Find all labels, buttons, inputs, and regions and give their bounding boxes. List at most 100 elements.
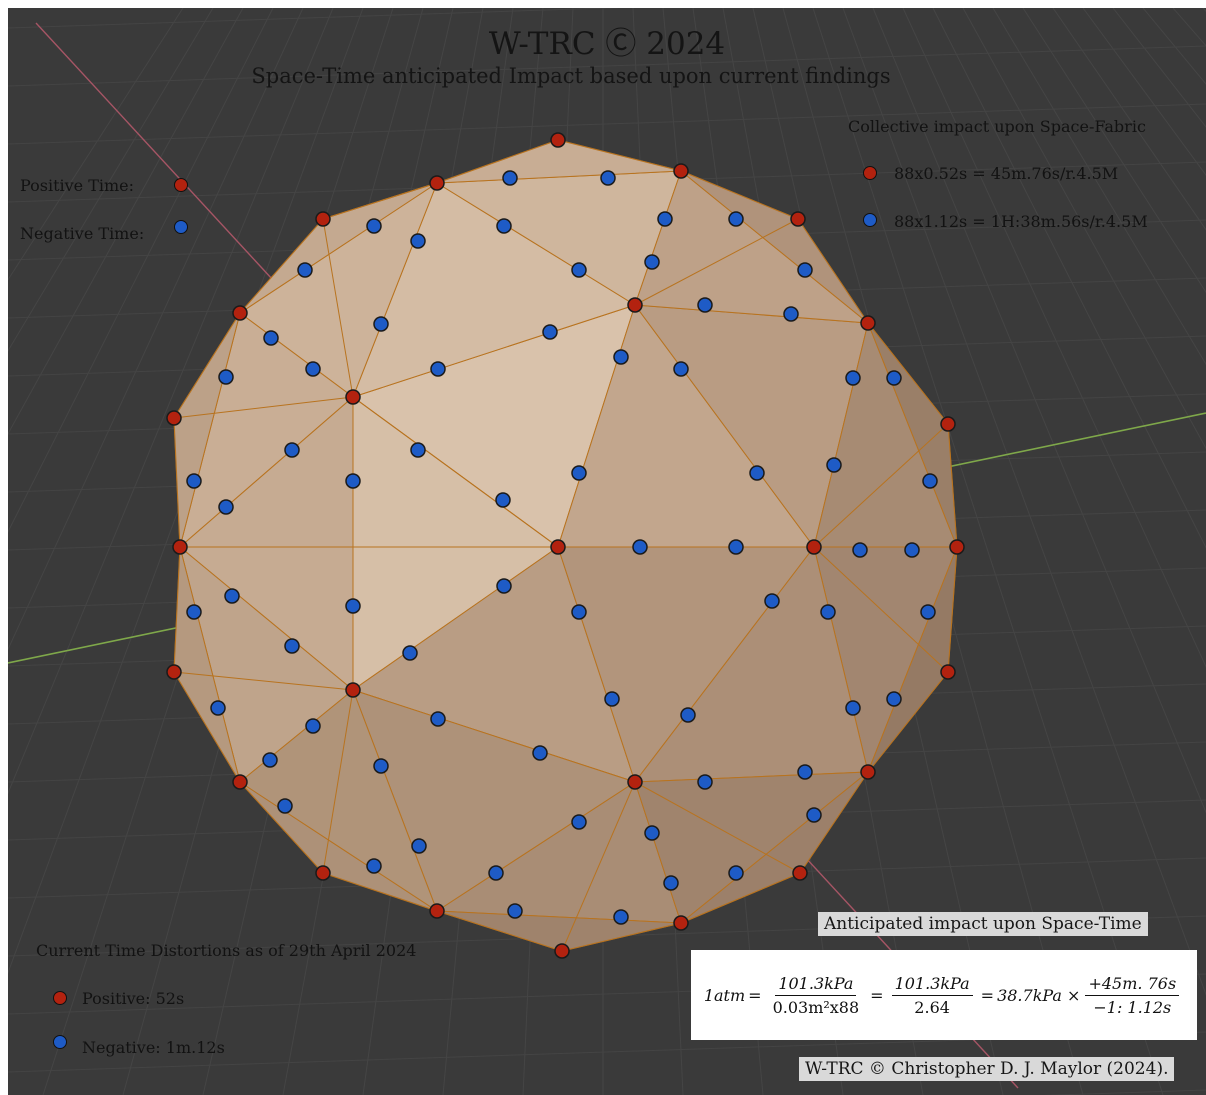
positive-time-marker bbox=[554, 943, 570, 959]
negative-time-marker bbox=[402, 645, 418, 661]
negative-time-marker bbox=[532, 745, 548, 761]
positive-time-marker bbox=[627, 774, 643, 790]
negative-time-marker bbox=[571, 604, 587, 620]
negative-time-marker bbox=[657, 211, 673, 227]
negative-time-marker bbox=[749, 465, 765, 481]
sphere-edge bbox=[322, 218, 354, 398]
negative-time-marker bbox=[410, 233, 426, 249]
sphere-edge bbox=[173, 671, 354, 691]
positive-time-marker bbox=[860, 315, 876, 331]
negative-time-marker bbox=[728, 865, 744, 881]
grid-line bbox=[8, 8, 244, 435]
grid-line bbox=[8, 8, 334, 795]
collective-positive-value: 88x0.52s = 45m.76s/r.4.5M bbox=[894, 164, 1119, 183]
sphere-edge bbox=[813, 423, 949, 548]
negative-time-marker bbox=[430, 711, 446, 727]
positive-time-marker bbox=[315, 865, 331, 881]
grid-line bbox=[8, 103, 1206, 145]
positive-time-marker bbox=[429, 903, 445, 919]
positive-time-marker bbox=[345, 389, 361, 405]
grid-line bbox=[872, 8, 1206, 814]
negative-time-marker bbox=[728, 211, 744, 227]
positive-time-marker bbox=[940, 664, 956, 680]
negative-time-marker bbox=[224, 588, 240, 604]
positive-time-dot-icon bbox=[174, 178, 188, 192]
negative-time-marker bbox=[502, 170, 518, 186]
negative-time-marker bbox=[488, 865, 504, 881]
grid-line bbox=[992, 8, 1206, 366]
negative-time-marker bbox=[345, 473, 361, 489]
negative-time-marker bbox=[496, 218, 512, 234]
sphere-edge bbox=[322, 689, 354, 874]
negative-time-marker bbox=[806, 807, 822, 823]
negative-time-marker bbox=[922, 473, 938, 489]
collective-negative-value: 88x1.12s = 1H:38m.56s/r.4.5M bbox=[894, 212, 1148, 231]
negative-time-marker bbox=[186, 604, 202, 620]
negative-time-marker bbox=[600, 170, 616, 186]
negative-time-marker bbox=[297, 262, 313, 278]
positive-time-label: Positive Time: bbox=[20, 176, 135, 195]
positive-time-marker bbox=[550, 132, 566, 148]
grid-line bbox=[1172, 8, 1206, 47]
negative-time-marker bbox=[366, 218, 382, 234]
grid-line bbox=[1052, 8, 1206, 231]
negative-time-marker bbox=[728, 539, 744, 555]
negative-time-marker bbox=[218, 369, 234, 385]
negative-time-marker bbox=[826, 457, 842, 473]
negative-time-marker bbox=[663, 875, 679, 891]
negative-time-marker bbox=[613, 349, 629, 365]
negative-time-marker bbox=[305, 718, 321, 734]
negative-time-marker bbox=[366, 858, 382, 874]
negative-time-marker bbox=[571, 262, 587, 278]
impact-formula: 1atm = 101.3kPa 0.03m²x88 = 101.3kPa 2.6… bbox=[691, 950, 1197, 1040]
positive-time-marker bbox=[949, 539, 965, 555]
negative-time-marker bbox=[697, 774, 713, 790]
fraction-2-denominator: 2.64 bbox=[914, 997, 950, 1017]
negative-time-marker bbox=[571, 465, 587, 481]
grid-line bbox=[842, 8, 1206, 996]
formula-result: 38.7kPa × bbox=[997, 985, 1081, 1005]
negative-time-marker bbox=[783, 306, 799, 322]
sphere-face bbox=[436, 139, 682, 184]
negative-time-marker bbox=[277, 798, 293, 814]
viewport: W-TRC Ⓒ 2024 Space-Time anticipated Impa… bbox=[8, 8, 1206, 1095]
negative-time-marker bbox=[410, 442, 426, 458]
sphere-edge bbox=[634, 781, 801, 874]
positive-time-marker bbox=[940, 416, 956, 432]
grid-line bbox=[962, 8, 1206, 450]
positive-time-marker bbox=[673, 915, 689, 931]
positive-time-marker bbox=[166, 410, 182, 426]
geodesic-sphere-scene bbox=[8, 8, 1206, 1095]
sphere-edges bbox=[173, 182, 949, 952]
negative-time-marker bbox=[430, 361, 446, 377]
positive-time-marker bbox=[429, 175, 445, 191]
positive-time-marker bbox=[550, 539, 566, 555]
positive-time-marker bbox=[673, 163, 689, 179]
negative-time-marker bbox=[820, 604, 836, 620]
negative-time-marker bbox=[345, 598, 361, 614]
positive-time-marker bbox=[315, 211, 331, 227]
distortion-positive-dot-icon bbox=[53, 991, 67, 1005]
fraction-1: 101.3kPa 0.03m²x88 bbox=[770, 974, 863, 1017]
sphere-edge bbox=[352, 396, 559, 548]
negative-time-marker bbox=[186, 473, 202, 489]
negative-time-label: Negative Time: bbox=[20, 224, 145, 243]
grid-line bbox=[8, 8, 364, 975]
grid-line bbox=[8, 8, 622, 29]
positive-time-marker bbox=[627, 297, 643, 313]
fraction-1-denominator: 0.03m²x88 bbox=[772, 997, 860, 1017]
fraction-3: +45m. 76s −1: 1.12s bbox=[1085, 974, 1180, 1017]
fraction-1-numerator: 101.3kPa bbox=[775, 974, 857, 996]
positive-time-marker bbox=[860, 764, 876, 780]
negative-time-marker bbox=[644, 254, 660, 270]
positive-time-marker bbox=[172, 539, 188, 555]
sphere-face bbox=[867, 546, 958, 773]
sphere-edge bbox=[561, 781, 636, 952]
negative-time-marker bbox=[797, 764, 813, 780]
grid-line bbox=[932, 8, 1206, 549]
grid-line bbox=[8, 8, 184, 281]
negative-time-marker bbox=[604, 691, 620, 707]
sphere-edge bbox=[813, 546, 949, 673]
negative-time-marker bbox=[886, 691, 902, 707]
sphere-edge bbox=[173, 396, 354, 419]
